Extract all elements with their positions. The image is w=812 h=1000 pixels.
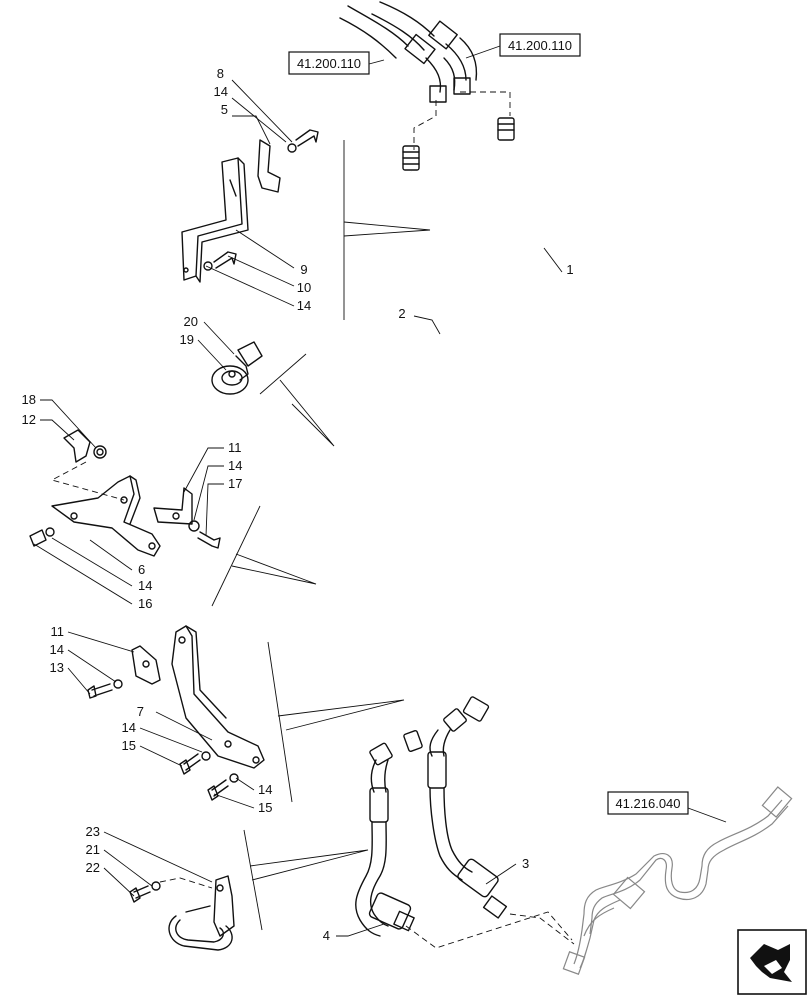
callout-5: 5: [221, 102, 228, 117]
callout-14: 14: [297, 298, 311, 313]
callout-19: 19: [180, 332, 194, 347]
hose-4: [355, 742, 415, 937]
reference-text: 41.216.040: [615, 796, 680, 811]
bracket-23: [168, 875, 235, 951]
callout-16: 16: [138, 596, 152, 611]
reference-text: 41.200.110: [508, 38, 572, 53]
callout-15: 15: [258, 800, 272, 815]
bolt-13-and-washer-14: [87, 679, 123, 699]
callout-23: 23: [86, 824, 100, 839]
bracket-11-lower: [131, 645, 161, 685]
reference-box-41-200-110-left[interactable]: 41.200.110: [288, 51, 370, 75]
next-page-arrow-icon[interactable]: [737, 929, 807, 995]
callout-11: 11: [228, 440, 242, 455]
bolt-22-and-washer-21: [129, 881, 161, 903]
callout-14: 14: [138, 578, 152, 593]
reference-box-41-200-110-right[interactable]: 41.200.110: [499, 33, 581, 57]
callout-14: 14: [258, 782, 272, 797]
clamp-19-20: [211, 341, 263, 395]
bolt-15-upper: [179, 751, 211, 775]
pipe-1: [369, 117, 548, 722]
hose-3: [427, 708, 508, 919]
callout-21: 21: [86, 842, 100, 857]
callout-14: 14: [122, 720, 136, 735]
callout-17: 17: [228, 476, 242, 491]
reference-text: 41.200.110: [297, 56, 361, 71]
upper-hose-fittings: [339, 1, 478, 103]
callout-15: 15: [122, 738, 136, 753]
ghost-pipe-assembly: [562, 786, 793, 975]
callout-2: 2: [398, 306, 405, 321]
bolt-15-lower: [207, 773, 239, 801]
clip-12: [63, 429, 107, 463]
callout-6: 6: [138, 562, 145, 577]
callout-7: 7: [137, 704, 144, 719]
callout-11: 11: [51, 624, 65, 639]
washer-14-and-bolt-17: [188, 520, 221, 549]
callout-10: 10: [297, 280, 311, 295]
bracket-7: [171, 625, 265, 769]
callout-14: 14: [50, 642, 64, 657]
bracket-6: [51, 475, 161, 557]
pipe-2: [310, 145, 464, 752]
bolt-16-and-washer-14: [29, 527, 55, 547]
callout-12: 12: [22, 412, 36, 427]
bolt-8: [287, 129, 319, 153]
reference-box-41-216-040[interactable]: 41.216.040: [607, 791, 689, 815]
callout-3: 3: [522, 856, 529, 871]
callout-9: 9: [300, 262, 307, 277]
callout-13: 13: [50, 660, 64, 675]
callout-14: 14: [214, 84, 228, 99]
callout-4: 4: [323, 928, 330, 943]
callout-1: 1: [566, 262, 573, 277]
bracket-11-upper: [153, 487, 193, 525]
callout-22: 22: [86, 860, 100, 875]
callout-14: 14: [228, 458, 242, 473]
callout-8: 8: [217, 66, 224, 81]
callout-18: 18: [22, 392, 36, 407]
bracket-5: [181, 139, 281, 283]
callout-20: 20: [184, 314, 198, 329]
